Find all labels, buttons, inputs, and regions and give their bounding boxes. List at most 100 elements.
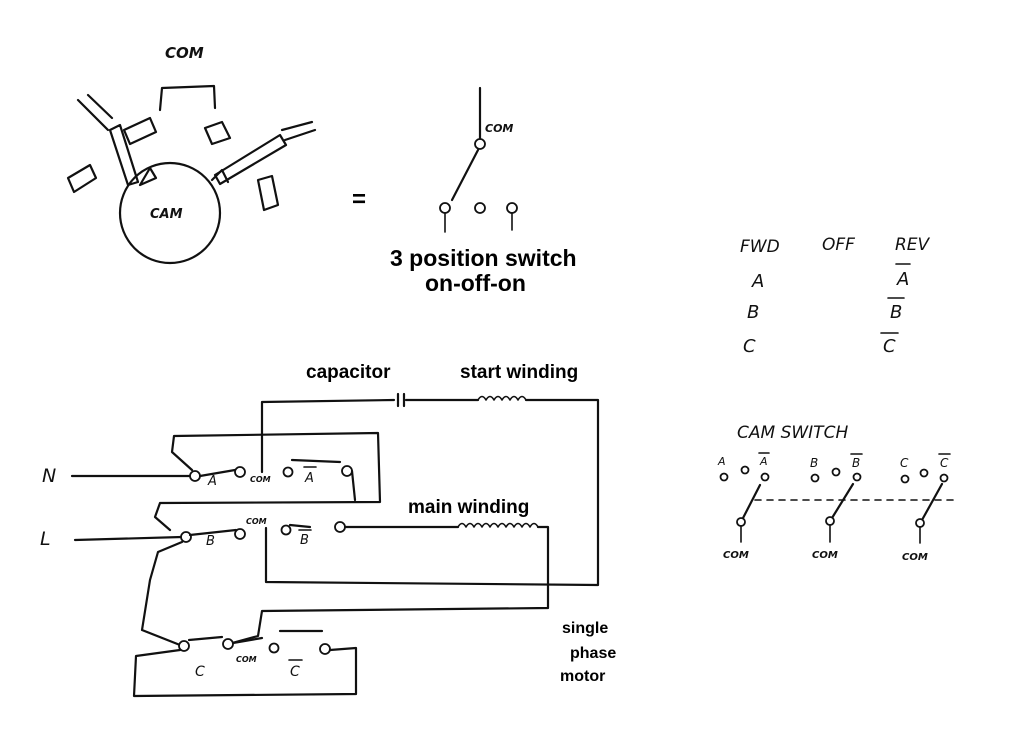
b-bar-terminal-right xyxy=(334,521,346,533)
l-terminal-label: L xyxy=(40,528,51,550)
c-com-label: COM xyxy=(236,655,257,664)
wire-l xyxy=(73,535,184,542)
cam-mechanism: COM CAM = xyxy=(66,44,366,265)
n-a-terminal xyxy=(189,470,201,482)
cam-contact-top-right xyxy=(203,120,232,146)
cam-com-bracket xyxy=(158,84,217,112)
a-bar-terminal-right xyxy=(341,465,353,477)
start-winding-label: start winding xyxy=(460,362,578,383)
cam-switch-b-com-label: COM xyxy=(812,550,838,561)
cam-switch-a-terminal xyxy=(719,472,729,482)
wire-a-loop xyxy=(153,431,382,532)
cam-switch-title: CAM SWITCH xyxy=(737,423,848,443)
equals-sign: = xyxy=(352,186,366,213)
wire-a-bar-drop xyxy=(350,469,357,502)
cam-label: CAM xyxy=(150,207,183,222)
a-com-label: COM xyxy=(250,475,271,484)
b-com-terminal xyxy=(234,528,246,540)
cam-switch-a-bar-terminal xyxy=(760,472,770,482)
b-com-label: COM xyxy=(246,517,267,526)
wire-b-to-c xyxy=(140,540,184,647)
switch-caption-line2: on-off-on xyxy=(425,270,526,296)
a-label: A xyxy=(207,474,217,489)
start-winding-coil xyxy=(477,395,527,401)
cam-hatch-right xyxy=(280,120,317,142)
a-com-terminal xyxy=(234,466,246,478)
wire-c-loop xyxy=(132,646,358,698)
c-com-terminal xyxy=(222,638,234,650)
table-rev-a: A xyxy=(896,269,909,290)
b-bar-label: B xyxy=(300,533,309,548)
b-bar-contact xyxy=(288,523,312,529)
c-bar-terminal-right xyxy=(319,643,331,655)
cam-switch-c-com-terminal xyxy=(915,518,925,528)
cam-switch-a-off-terminal xyxy=(740,465,750,475)
switch-c-blade xyxy=(231,636,264,645)
a-bar-label: A xyxy=(304,471,314,486)
switch-caption-line1: 3 position switch xyxy=(390,245,577,271)
cam-switch-c-terminal xyxy=(900,474,910,484)
wire-main-return xyxy=(230,525,550,645)
c-contact xyxy=(187,635,224,642)
cam-switch-a-blade xyxy=(740,483,762,522)
switch-a-blade xyxy=(198,468,237,478)
switch-b-blade xyxy=(188,528,238,537)
main-winding-coil xyxy=(457,522,539,528)
b-bar-terminal-left xyxy=(280,524,292,536)
cam-switch-a-label: A xyxy=(717,455,726,468)
switch-com-label: COM xyxy=(485,122,513,135)
cam-switch: CAM SWITCH A A COM B B COM C C COM xyxy=(717,423,956,563)
cam-contact-right xyxy=(256,174,280,212)
truth-table: FWD OFF REV A B C A B C xyxy=(740,235,931,357)
table-rev-b: B xyxy=(890,302,902,323)
cam-switch-b-com-terminal xyxy=(825,516,835,526)
c-bar-terminal-left xyxy=(268,642,280,654)
cam-switch-b-blade xyxy=(830,482,855,520)
l-b-terminal xyxy=(180,531,192,543)
motor-label-line3: motor xyxy=(560,668,605,685)
cam-contact-top-left xyxy=(122,116,158,146)
b-label: B xyxy=(206,534,215,549)
cam-switch-c-label: C xyxy=(900,456,909,470)
cam-switch-c-com-label: COM xyxy=(902,552,928,563)
main-winding-label: main winding xyxy=(408,497,529,518)
table-rev-c: C xyxy=(883,336,896,357)
cam-switch-c-blade xyxy=(920,482,944,522)
switch-symbol: COM 3 position switch on-off-on xyxy=(390,86,577,296)
cam-switch-c-bar-label: C xyxy=(940,456,949,470)
cam-contact-left xyxy=(66,163,98,194)
wire-start-left xyxy=(260,398,396,474)
switch-terminal-2 xyxy=(474,202,486,214)
a-bar-terminal-left xyxy=(282,466,294,478)
cam-notch-left xyxy=(138,166,158,187)
c-label: C xyxy=(195,664,205,680)
capacitor-label: capacitor xyxy=(306,362,391,383)
c-terminal xyxy=(178,640,190,652)
switch-com-terminal xyxy=(474,138,486,150)
cam-hatch-left xyxy=(76,93,114,132)
cam-switch-c-bar-terminal xyxy=(939,473,949,483)
cam-switch-a-bar-label: A xyxy=(759,455,768,468)
motor-label-line2: phase xyxy=(570,645,616,662)
cam-switch-a-com-label: COM xyxy=(723,550,749,561)
table-header-off: OFF xyxy=(822,235,855,255)
cam-switch-b-bar-terminal xyxy=(852,472,862,482)
switch-terminal-3 xyxy=(506,202,518,214)
table-fwd-a: A xyxy=(751,271,764,292)
wire-start-return xyxy=(264,398,600,587)
table-fwd-c: C xyxy=(743,336,756,357)
cam-switch-c-off-terminal xyxy=(919,468,929,478)
cam-lever-right xyxy=(213,133,288,186)
cam-switch-b-bar-label: B xyxy=(852,456,860,470)
c-bar-label: C xyxy=(290,664,300,680)
cam-switch-b-terminal xyxy=(810,473,820,483)
motor-label-line1: single xyxy=(562,620,608,637)
motor-wiring: capacitor start winding main winding sin… xyxy=(40,362,616,698)
table-fwd-b: B xyxy=(747,302,759,323)
cam-switch-a-com-terminal xyxy=(736,517,746,527)
cam-wheel xyxy=(118,161,222,265)
switch-blade xyxy=(450,148,480,202)
cam-com-label: COM xyxy=(165,44,204,62)
